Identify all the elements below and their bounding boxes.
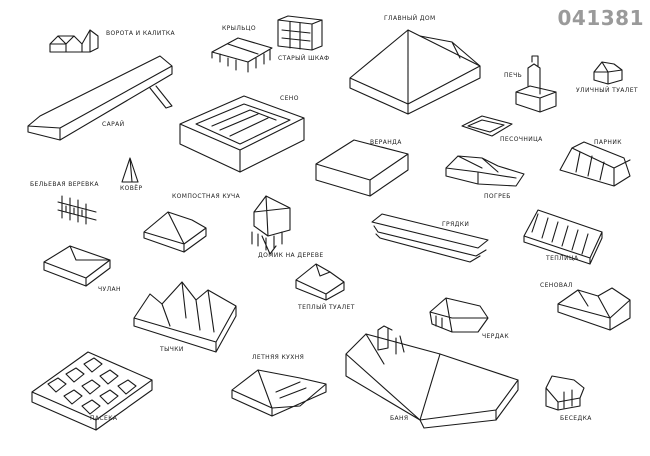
label-garden-beds: ГРЯДКИ: [442, 221, 470, 228]
old-wardrobe-sketch: [277, 15, 323, 51]
image-code: 041381: [557, 6, 644, 30]
label-veranda: ВЕРАНДА: [370, 139, 402, 146]
porch-sketch: [211, 37, 273, 73]
label-barn: САРАЙ: [102, 121, 125, 128]
label-hayloft: СЕНОВАЛ: [540, 282, 573, 289]
label-bathhouse: БАНЯ: [390, 415, 409, 422]
label-shed: ЧУЛАН: [98, 286, 121, 293]
label-porch: КРЫЛЬЦО: [222, 25, 256, 32]
label-compost: КОМПОСТНАЯ КУЧА: [172, 193, 241, 200]
label-tree-house: ДОМИК НА ДЕРЕВЕ: [258, 252, 324, 259]
label-summer-kitchen: ЛЕТНЯЯ КУХНЯ: [252, 354, 305, 361]
bathhouse-sketch: [345, 325, 519, 429]
sandbox-sketch: [461, 115, 513, 137]
clothesline-sketch: [57, 195, 97, 225]
apiary-sketch: [31, 351, 153, 431]
gazebo-sketch: [545, 375, 585, 411]
label-main-house: ГЛАВНЫЙ ДОМ: [384, 15, 436, 22]
label-warm-toilet: ТЕПЛЫЙ ТУАЛЕТ: [298, 304, 355, 311]
cellar-sketch: [445, 155, 525, 187]
barn-sketch: [27, 55, 173, 141]
summer-kitchen-sketch: [231, 369, 327, 417]
main-house-sketch: [349, 29, 481, 115]
hayloft-sketch: [557, 287, 631, 331]
label-cellar: ПОГРЕБ: [484, 193, 511, 200]
shed-sketch: [43, 245, 111, 287]
label-tents: ТЫЧКИ: [160, 346, 184, 353]
label-attic: ЧЕРДАК: [482, 333, 509, 340]
carpet-sketch: [121, 157, 139, 183]
label-carpet: КОВЁР: [120, 185, 143, 192]
label-stove: ПЕЧЬ: [504, 72, 523, 79]
greenhouse-sketch: [559, 141, 631, 187]
tree-house-sketch: [251, 195, 291, 255]
label-clothesline: БЕЛЬЕВАЯ ВЕРЕВКА: [30, 181, 99, 188]
garden-beds-sketch: [371, 213, 489, 263]
label-hay: СЕНО: [280, 95, 299, 102]
street-toilet-sketch: [593, 61, 623, 85]
stove-sketch: [515, 55, 557, 113]
hay-sketch: [179, 95, 305, 173]
label-greenhouse: ПАРНИК: [594, 139, 622, 146]
hothouse-sketch: [523, 209, 603, 265]
label-apiary: ПАСЕКА: [90, 415, 118, 422]
label-street-toilet: УЛИЧНЫЙ ТУАЛЕТ: [576, 87, 638, 94]
gate-sketch: [49, 29, 99, 53]
label-sandbox: ПЕСОЧНИЦА: [500, 136, 543, 143]
warm-toilet-sketch: [295, 263, 345, 301]
attic-sketch: [429, 297, 489, 333]
label-gate: ВОРОТА И КАЛИТКА: [106, 30, 176, 37]
label-gazebo: БЕСЕДКА: [560, 415, 592, 422]
veranda-sketch: [315, 139, 409, 197]
tents-sketch: [133, 281, 237, 353]
label-hothouse: ТЕПЛИЦА: [546, 255, 579, 262]
compost-sketch: [143, 211, 207, 253]
label-old-wardrobe: СТАРЫЙ ШКАФ: [278, 55, 330, 62]
